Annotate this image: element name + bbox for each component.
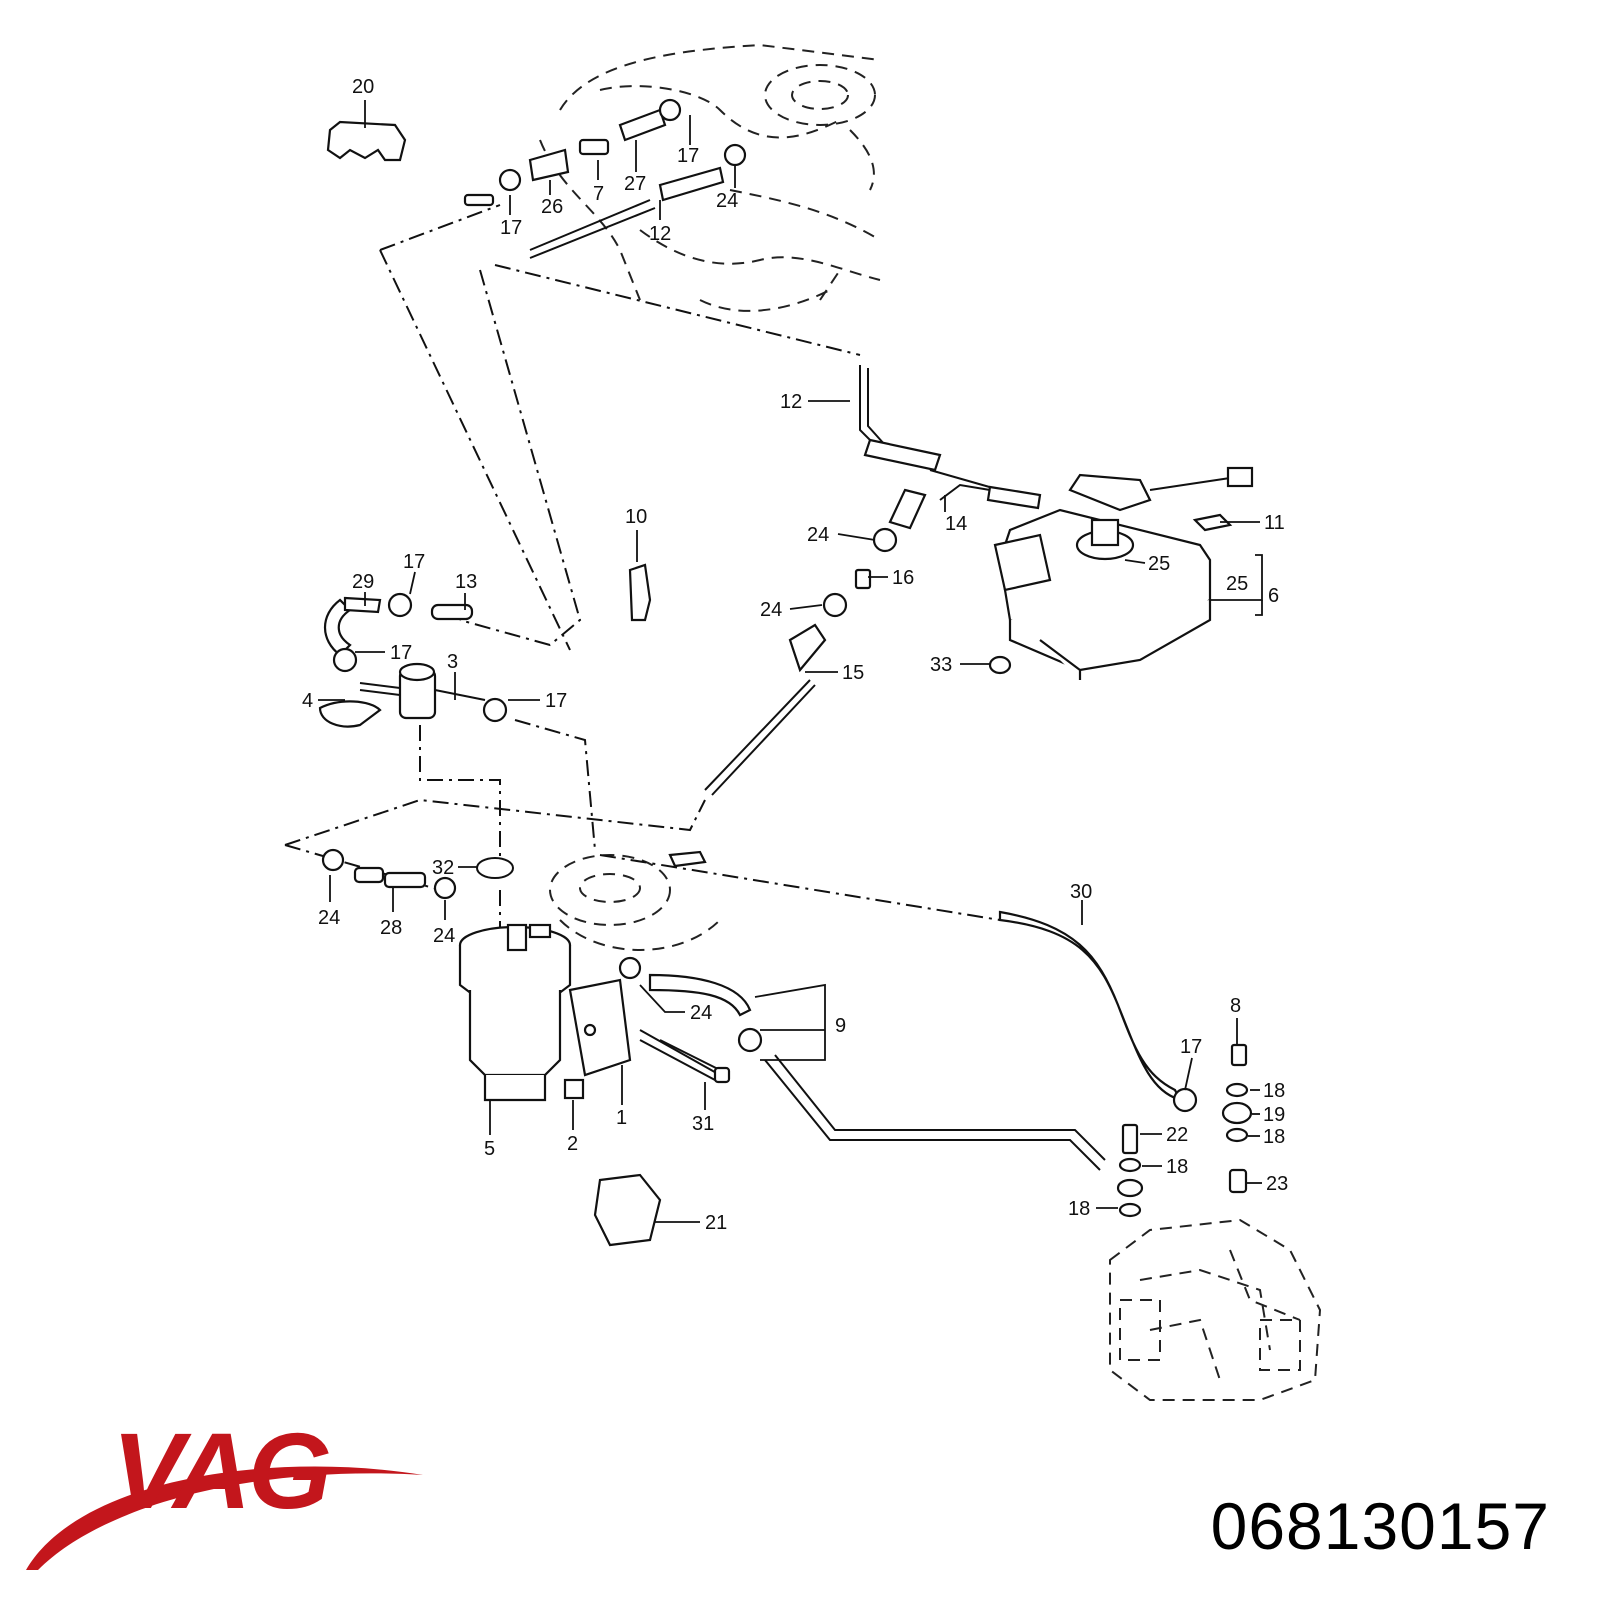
- callout-4: 4: [302, 690, 313, 712]
- callout-18: 18: [1263, 1080, 1285, 1102]
- callout-15: 15: [842, 662, 864, 684]
- callout-14: 14: [945, 513, 967, 535]
- callout-18: 18: [1263, 1126, 1285, 1148]
- callout-25: 25: [1148, 553, 1170, 575]
- callout-7: 7: [593, 183, 604, 205]
- callout-19: 19: [1263, 1104, 1285, 1126]
- callout-21: 21: [705, 1212, 727, 1234]
- bracket-21: [593, 1173, 662, 1247]
- clamps-and-brackets: [321, 98, 1253, 1247]
- brand-logo-text: VAG: [112, 1410, 332, 1531]
- fuel-tank: [993, 466, 1254, 680]
- callout-26: 26: [541, 196, 563, 218]
- injection-pump-outline: [1109, 1218, 1322, 1401]
- callout-12: 12: [649, 223, 671, 245]
- callout-32: 32: [432, 857, 454, 879]
- callout-29: 29: [352, 571, 374, 593]
- callout-24: 24: [807, 524, 829, 546]
- callout-labels: 20 17 26 7 27 17 24 12 12 24 14 11 25 25…: [302, 76, 1288, 1234]
- callout-27: 27: [624, 173, 646, 195]
- callout-17: 17: [1180, 1036, 1202, 1058]
- callout-17: 17: [403, 551, 425, 573]
- callout-18: 18: [1166, 1156, 1188, 1178]
- callout-20: 20: [352, 76, 374, 98]
- callout-22: 22: [1166, 1124, 1188, 1146]
- part-number: 068130157: [1210, 1489, 1550, 1563]
- callout-3: 3: [447, 651, 458, 673]
- callout-5: 5: [484, 1138, 495, 1160]
- callout-17: 17: [545, 690, 567, 712]
- callout-11: 11: [1264, 512, 1285, 534]
- callout-24: 24: [760, 599, 782, 621]
- brand-logo-swoosh: [26, 1466, 423, 1570]
- callout-17: 17: [390, 642, 412, 664]
- callout-6: 6: [1268, 585, 1279, 607]
- fuel-lines: [529, 199, 1106, 1171]
- callout-18: 18: [1068, 1198, 1090, 1220]
- callout-12: 12: [780, 391, 802, 413]
- mounting-bracket-outline: [549, 854, 721, 951]
- engine-outline-top: [539, 43, 881, 312]
- callout-13: 13: [455, 571, 477, 593]
- callout-8: 8: [1230, 995, 1241, 1017]
- callout-17: 17: [677, 145, 699, 167]
- leader-lines: [318, 100, 1263, 1223]
- callout-24: 24: [433, 925, 455, 947]
- callout-24: 24: [318, 907, 340, 929]
- callout-16: 16: [892, 567, 914, 589]
- bracket-10: [628, 563, 652, 622]
- bracket-20: [326, 120, 407, 162]
- t-piece-fitting: [318, 603, 486, 728]
- callout-10: 10: [625, 506, 647, 528]
- callout-33: 33: [930, 654, 952, 676]
- callout-30: 30: [1070, 881, 1092, 903]
- callout-24: 24: [716, 190, 738, 212]
- callout-1: 1: [616, 1107, 627, 1129]
- callout-2: 2: [567, 1133, 578, 1155]
- callout-24: 24: [690, 1002, 712, 1024]
- callout-23: 23: [1266, 1173, 1288, 1195]
- fuel-filter: [458, 923, 632, 1102]
- callout-9: 9: [835, 1015, 846, 1037]
- callout-28: 28: [380, 917, 402, 939]
- callout-31: 31: [692, 1113, 714, 1135]
- callout-17: 17: [500, 217, 522, 239]
- callout-25: 25: [1226, 573, 1248, 595]
- hoses: [324, 108, 1183, 1102]
